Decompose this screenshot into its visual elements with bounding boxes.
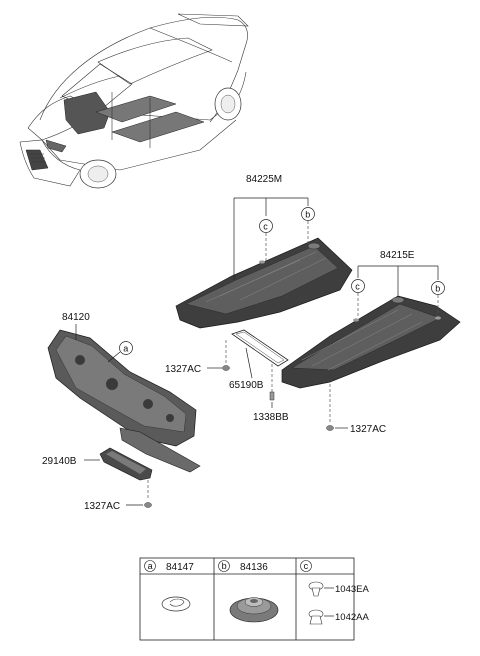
table-letter-a: a xyxy=(148,561,153,571)
table-part-1043ea: 1043EA xyxy=(335,584,369,595)
label-1327ac-right: 1327AC xyxy=(350,424,386,435)
label-84215e: 84215E xyxy=(380,250,415,261)
clip-icon xyxy=(161,596,191,612)
table-callout-c xyxy=(300,560,312,572)
label-65190b: 65190B xyxy=(229,380,264,391)
vehicle-illustration xyxy=(19,13,249,189)
callout-a xyxy=(119,341,133,355)
table-part-84147: 84147 xyxy=(166,562,194,573)
fastener-bottom-icon xyxy=(144,502,152,508)
callout-b-lower xyxy=(431,281,445,295)
callout-c-upper-letter: c xyxy=(263,221,268,231)
table-callout-a xyxy=(144,560,156,572)
table-part-1042aa: 1042AA xyxy=(335,612,369,623)
dash-panel-pad xyxy=(47,329,201,473)
label-1338bb: 1338BB xyxy=(253,412,289,423)
table-callout-b xyxy=(218,560,230,572)
small-pad-part xyxy=(99,447,153,481)
plug-icon xyxy=(269,391,275,401)
under-cover-lower xyxy=(281,295,461,389)
screw-icon-1043ea xyxy=(308,581,324,597)
callout-b-upper xyxy=(301,207,315,221)
callout-c-upper xyxy=(259,219,273,233)
fastener-right-icon xyxy=(326,425,334,431)
table-part-84136: 84136 xyxy=(240,562,268,573)
callout-b-lower-letter: b xyxy=(435,283,440,293)
callout-a-letter: a xyxy=(123,343,128,353)
legend-table: a 84147 b 84136 c 1043EA xyxy=(139,557,369,641)
grommet-icon xyxy=(229,597,279,623)
label-84120: 84120 xyxy=(62,312,90,323)
callout-b-upper-letter: b xyxy=(305,209,310,219)
label-29140b: 29140B xyxy=(42,456,77,467)
label-1327ac-left: 1327AC xyxy=(165,364,201,375)
label-1327ac-bottom: 1327AC xyxy=(84,501,120,512)
table-letter-b: b xyxy=(222,561,227,571)
screw-icon-1042aa xyxy=(308,609,324,625)
label-84225m: 84225M xyxy=(246,174,282,185)
fastener-left-icon xyxy=(222,365,230,371)
table-letter-c: c xyxy=(304,561,309,571)
under-cover-upper xyxy=(175,237,353,329)
callout-c-lower xyxy=(351,279,365,293)
bracket-part xyxy=(231,329,289,379)
callout-c-lower-letter: c xyxy=(355,281,360,291)
